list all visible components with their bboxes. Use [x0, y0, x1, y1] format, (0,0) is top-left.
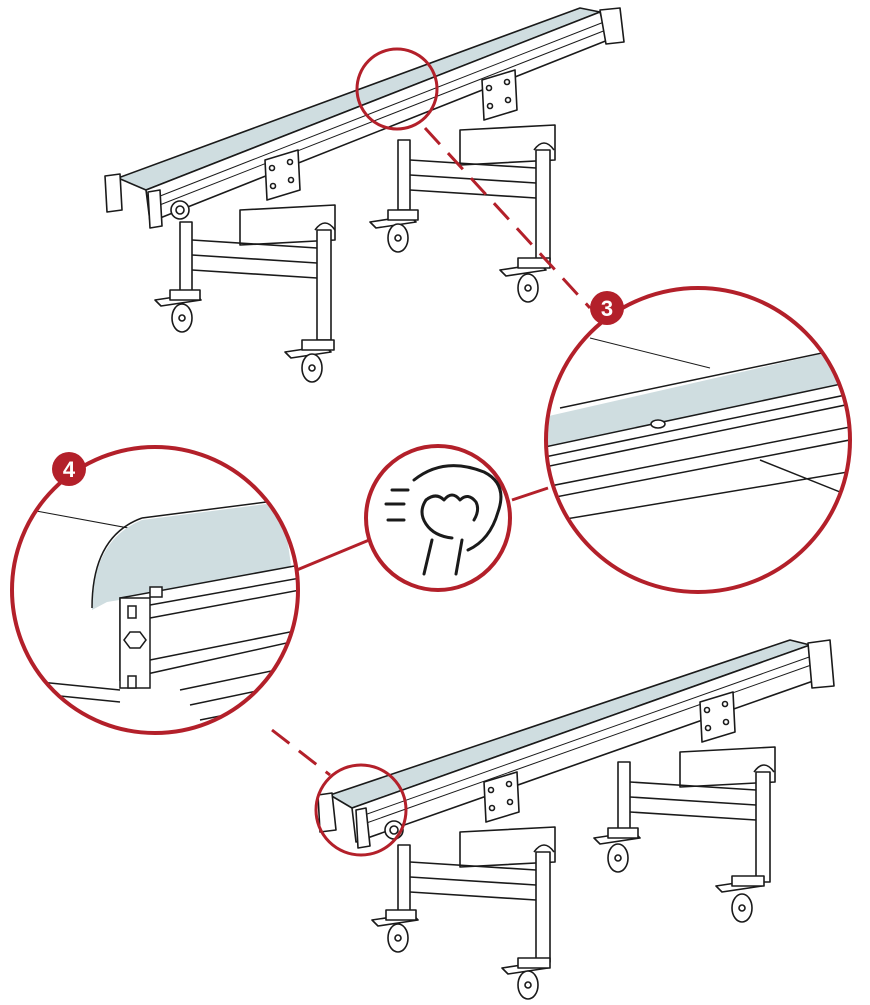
callout-badge-3: 3 — [590, 291, 624, 325]
caster — [371, 909, 419, 953]
leader-line-3 — [423, 126, 592, 310]
conveyor-bottom — [317, 639, 835, 1000]
caster — [154, 289, 202, 333]
caster — [284, 339, 335, 383]
connector-line — [511, 486, 549, 502]
caster — [369, 209, 419, 253]
caster — [501, 957, 551, 1000]
callout-ring-3 — [355, 47, 439, 131]
detail-4 — [10, 445, 300, 735]
callout-number-3: 3 — [601, 296, 613, 321]
caster — [499, 257, 551, 303]
callout-ring-4 — [314, 763, 408, 857]
caster — [593, 827, 641, 873]
wipe-cloth-hand-icon — [364, 444, 512, 592]
callout-number-4: 4 — [63, 457, 76, 482]
leader-line-4 — [271, 728, 331, 777]
callout-badge-4: 4 — [52, 452, 86, 486]
frame-bottom — [351, 644, 817, 843]
connector-line — [291, 536, 375, 574]
caster — [715, 875, 765, 923]
detail-3 — [544, 286, 852, 594]
